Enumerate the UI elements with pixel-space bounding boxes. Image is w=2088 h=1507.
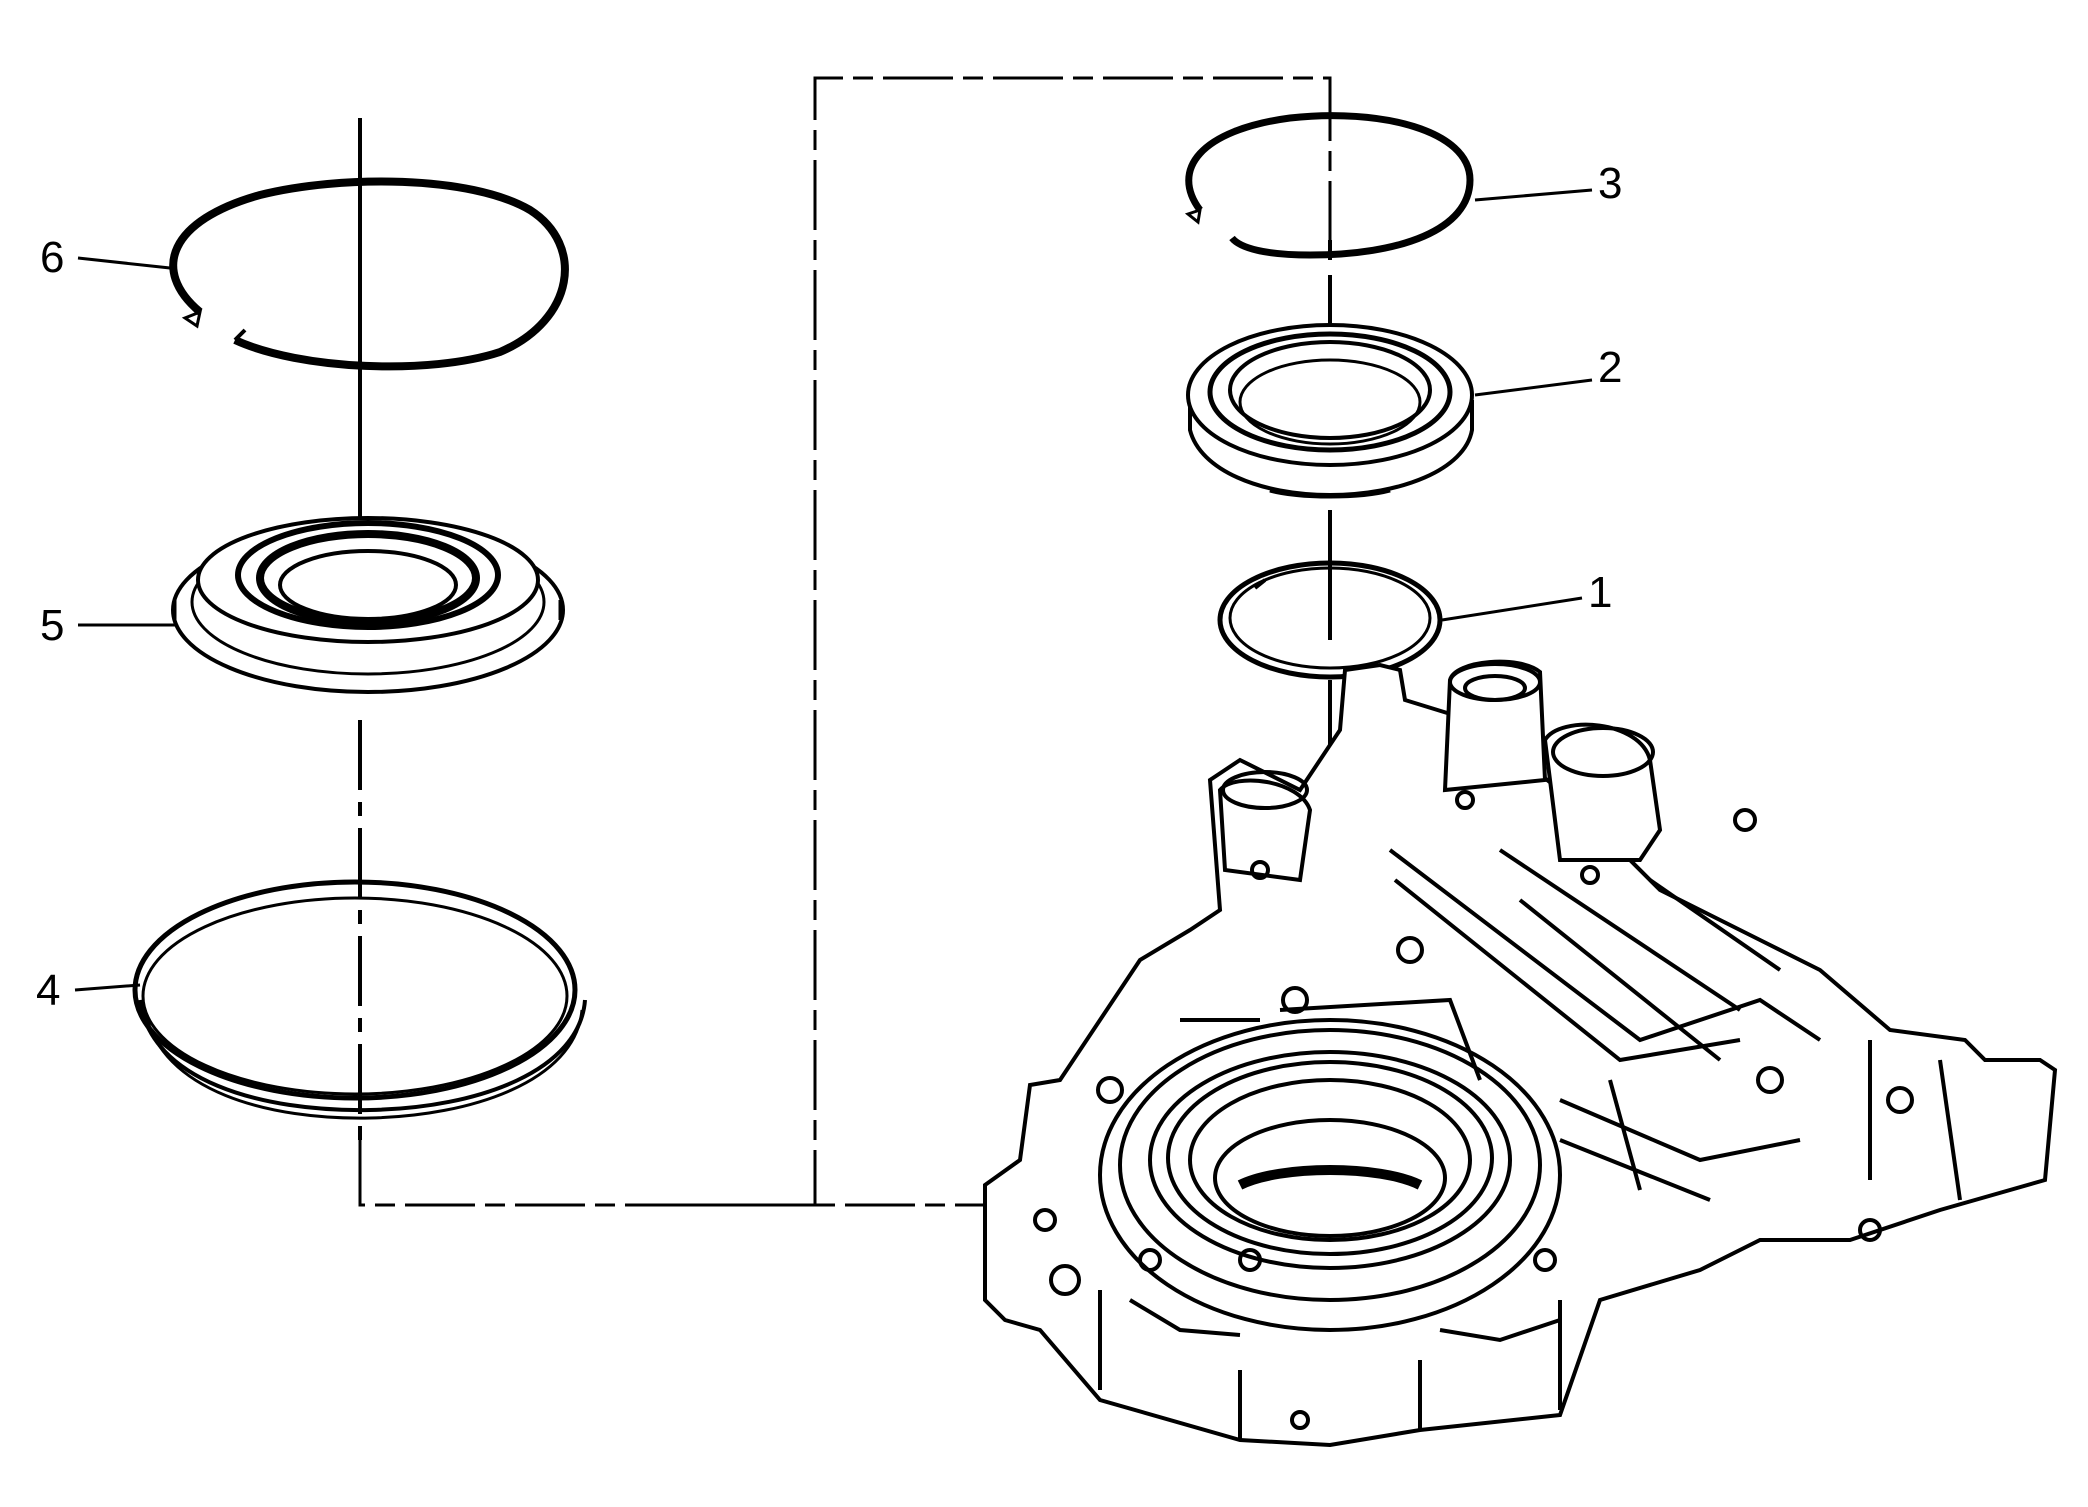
part-4-large-seal-ring	[132, 879, 587, 1120]
callout-5: 5	[40, 601, 64, 650]
leader-1	[1441, 596, 1583, 622]
leader-lines	[74, 188, 1593, 992]
callout-4: 4	[36, 966, 60, 1015]
leader-4	[74, 983, 141, 992]
part-5-seal-flange	[171, 516, 565, 694]
assembly-routing-line	[358, 76, 1332, 1207]
callout-6: 6	[40, 233, 64, 282]
leader-6	[77, 256, 171, 270]
leader-3	[1474, 188, 1593, 202]
callout-labels: 6 5 4 3 2 1	[36, 159, 1622, 1015]
part-1-o-ring	[1217, 560, 1443, 680]
callout-1: 1	[1588, 568, 1612, 617]
leader-2	[1474, 378, 1593, 397]
pump-housing	[983, 659, 2058, 1448]
part-3-snap-ring	[1184, 112, 1474, 259]
part-6-snap-ring	[169, 177, 569, 371]
callout-3: 3	[1598, 159, 1622, 208]
part-2-bearing	[1186, 323, 1474, 499]
callout-2: 2	[1598, 343, 1622, 392]
